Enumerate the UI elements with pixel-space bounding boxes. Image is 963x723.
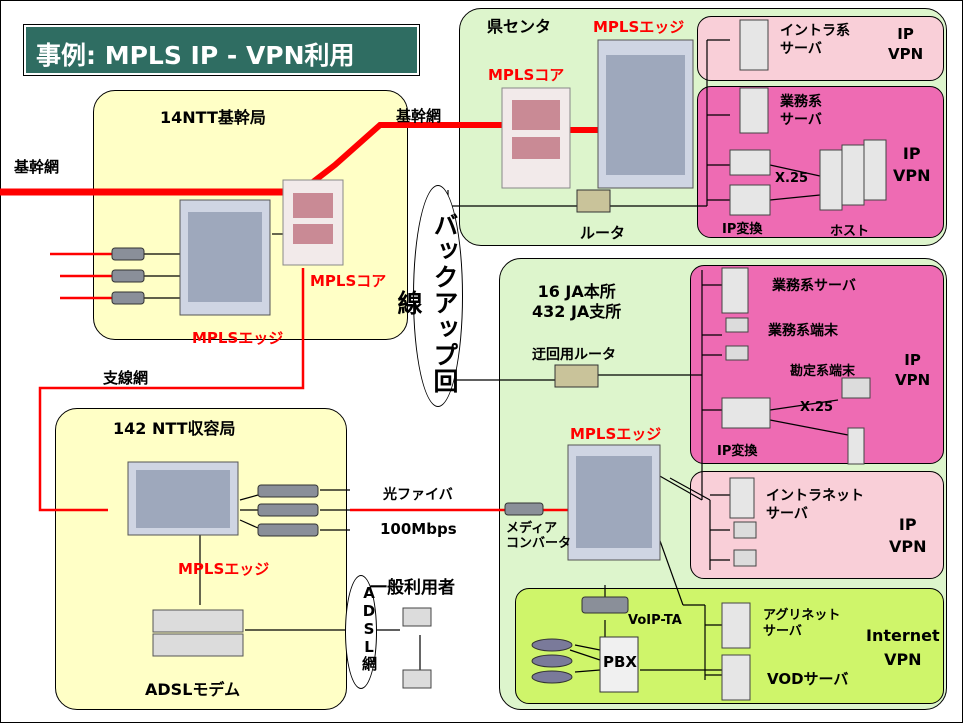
internet-vpn-label: Internet VPN: [866, 626, 940, 669]
ip-vpn-3-label: IP VPN: [895, 351, 931, 389]
speed-label: 100Mbps: [380, 520, 457, 538]
host-mainframe: [819, 139, 887, 211]
trunk-network-top-label: 基幹網: [396, 107, 442, 125]
mpls-edge-center-label: MPLSエッジ: [593, 18, 685, 36]
terminals: [402, 317, 871, 689]
title-banner: 事例: MPLS IP - VPN利用: [23, 24, 420, 76]
intranet-server-label: イントラネット サーバ: [766, 488, 864, 522]
accounting-terminal-label: 勘定系端末: [790, 364, 856, 379]
adsl-modem-label: ADSLモデム: [145, 680, 241, 699]
switches: [111, 247, 629, 614]
mpls-core-left-label: MPLSコア: [310, 272, 387, 290]
adsl-network-label: ADSL網: [360, 584, 378, 671]
ip-vpn-2-label: IP VPN: [893, 144, 931, 185]
mpls-core-router-center: [501, 87, 571, 189]
ntt142-label: 142 NTT収容局: [113, 419, 236, 438]
voip-ta-label: VoIP-TA: [628, 613, 682, 628]
pbx-box: [599, 636, 639, 693]
page-title: 事例: MPLS IP - VPN利用: [36, 41, 355, 70]
optical-fiber-label: 光ファイバ: [383, 487, 453, 503]
media-converter-label: メディア コンバータ: [506, 521, 572, 551]
ja-office-label: 16 JA本所 432 JA支所: [532, 282, 622, 321]
mpls-edge-router-142: [127, 461, 239, 536]
ip-conversion-ja-label: IP変換: [717, 444, 758, 459]
mpls-edge-router-ja: [567, 444, 661, 561]
x25-center-label: X.25: [775, 171, 809, 186]
business-terminal-label: 業務系端末: [768, 323, 838, 339]
host-label: ホスト: [830, 224, 870, 239]
ip-vpn-1-label: IP VPN: [888, 25, 924, 63]
pbx-label: PBX: [603, 653, 637, 671]
ntt142-area: [55, 408, 347, 710]
mpls-edge-142-label: MPLSエッジ: [178, 560, 270, 578]
adsl-network-oval: ADSL網: [345, 575, 378, 689]
detour-router: [554, 364, 599, 388]
vod-server-label: VODサーバ: [767, 670, 849, 688]
backup-line-oval: バックアップ回線: [394, 185, 463, 407]
agrinet-server-label: アグリネット サーバ: [763, 608, 841, 639]
intra-server-zone: [697, 16, 944, 81]
mpls-edge-ja-label: MPLSエッジ: [570, 425, 662, 443]
branch-network-label: 支線網: [103, 369, 149, 387]
ken-center-label: 県センタ: [487, 17, 552, 36]
mpls-core-router-left: [282, 179, 344, 266]
mpls-edge-router-14: [179, 199, 271, 316]
ip-conversion-center-label: IP変換: [722, 222, 763, 237]
x25-ja-label: X.25: [800, 400, 834, 415]
backup-line-label: バックアップ回線: [394, 212, 459, 394]
mpls-edge-14-label: MPLSエッジ: [192, 329, 284, 347]
ja-business-server-label: 業務系サーバ: [772, 278, 856, 294]
mpls-edge-router-center: [597, 39, 694, 189]
ip-vpn-4-label: IP VPN: [889, 515, 927, 556]
servers: [721, 19, 865, 701]
router-label: ルータ: [580, 224, 626, 242]
mpls-core-center-label: MPLSコア: [488, 66, 565, 84]
intra-server-label: イントラ系 サーバ: [780, 23, 850, 57]
center-business-server-label: 業務系 サーバ: [780, 94, 822, 128]
general-users-label: 一般利用者: [370, 578, 455, 598]
adsl-modem-device: [152, 609, 244, 657]
phones: [531, 638, 573, 684]
ntt14-label: 14NTT基幹局: [160, 108, 266, 127]
detour-router-label: 迂回用ルータ: [532, 347, 616, 363]
trunk-network-left-label: 基幹網: [14, 158, 60, 176]
center-router: [576, 189, 611, 213]
